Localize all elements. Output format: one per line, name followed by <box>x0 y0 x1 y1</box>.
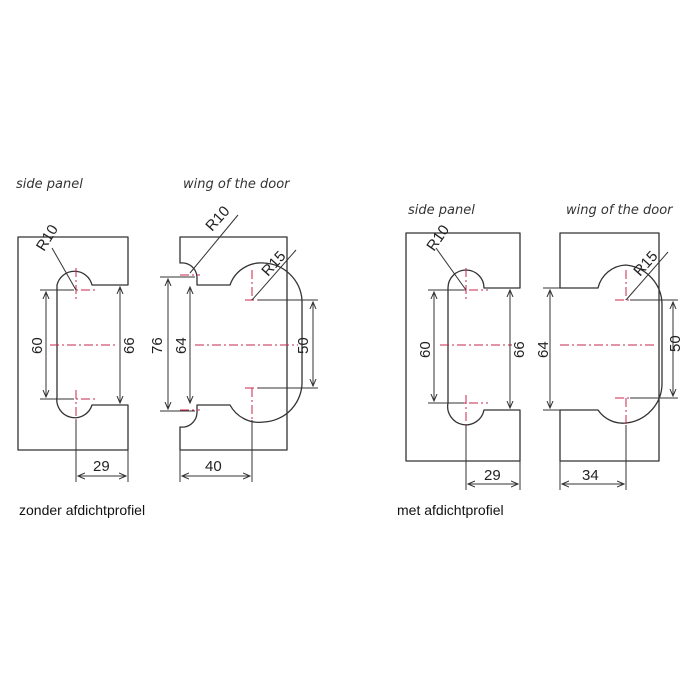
right-dim-34: 34 <box>582 467 599 484</box>
right-panel-radius-leader <box>435 247 467 291</box>
left-side-panel-label: side panel <box>16 177 83 192</box>
left-door-corner-radius-leader <box>189 214 239 274</box>
left-door-bottom-hole-centerline <box>245 387 282 420</box>
right-panel-bottom-hole-centerline <box>452 395 488 425</box>
left-dim-50: 50 <box>295 337 312 354</box>
left-panel-radius-label: R10 <box>33 222 62 254</box>
right-caption: met afdichtprofiel <box>397 502 504 518</box>
left-dim-76: 76 <box>149 337 166 354</box>
left-door-corner-radius-label: R10 <box>202 203 233 235</box>
left-drawing: side panel wing of the door R10 R10 R15 … <box>16 177 318 518</box>
left-caption: zonder afdichtprofiel <box>19 502 145 518</box>
left-panel-radius-leader <box>51 247 77 291</box>
left-door-label: wing of the door <box>183 177 291 192</box>
left-door-radius-leader <box>251 249 297 301</box>
right-drawing: side panel wing of the door R10 R15 60 6… <box>397 203 684 518</box>
left-door-outline <box>179 236 303 451</box>
right-door-radius-label: R15 <box>630 248 661 280</box>
left-dim-29: 29 <box>93 458 110 475</box>
left-dim-40: 40 <box>205 458 222 475</box>
left-dim-66: 66 <box>121 337 138 354</box>
right-door-label: wing of the door <box>566 203 674 218</box>
right-side-panel-label: side panel <box>408 203 475 218</box>
right-dim-66: 66 <box>511 341 528 358</box>
left-door-top-hole-centerline <box>245 270 282 301</box>
right-dim-60: 60 <box>417 341 434 358</box>
left-door-corner-centerline <box>180 274 200 411</box>
left-side-panel-outline <box>17 236 129 451</box>
right-dim-50: 50 <box>667 335 684 352</box>
left-door-radius-label: R15 <box>258 248 289 280</box>
left-dim-64: 64 <box>173 337 190 354</box>
right-panel-radius-label: R10 <box>423 222 453 254</box>
right-door-radius-leader <box>625 251 669 301</box>
right-dim-64: 64 <box>535 341 552 358</box>
right-door-outline <box>559 232 663 462</box>
right-dim-29: 29 <box>484 467 501 484</box>
left-dim-60: 60 <box>29 337 46 354</box>
